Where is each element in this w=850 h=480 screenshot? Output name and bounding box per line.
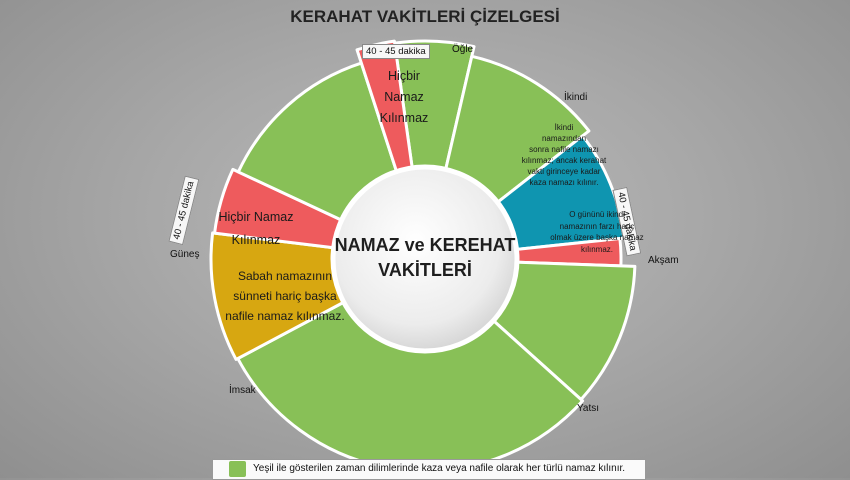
time-label-gunes: Güneş (170, 249, 200, 260)
time-label-aksam: Akşam (648, 255, 679, 266)
green-swatch (229, 461, 246, 477)
time-label-ogle: Öğle (452, 44, 474, 55)
time-label-ikindi: İkindi (564, 92, 588, 103)
center-disc (330, 164, 520, 354)
time-label-yatsi: Yatsı (577, 403, 600, 414)
legend-bar: Yeşil ile gösterilen zaman dilimlerinde … (212, 459, 646, 480)
duration-tag-top: 40 - 45 dakika (362, 44, 430, 59)
center-label-line1: NAMAZ ve KEREHAT (335, 235, 516, 255)
center-label-line2: VAKİTLERİ (378, 260, 472, 280)
time-label-imsak: İmsak (229, 385, 256, 396)
legend-text: Yeşil ile gösterilen zaman dilimlerinde … (253, 463, 626, 474)
segment-text-red-right: O gününü ikindi namazının farzı hariç ol… (550, 210, 644, 254)
wheel-segments (209, 39, 637, 473)
segment-text-red-top: Hiçbir Namaz Kılınmaz (379, 69, 429, 125)
segment-text-red-left: Hiçbir Namaz Kılınmaz (218, 210, 294, 247)
page-title: KERAHAT VAKİTLERİ ÇİZELGESİ (290, 7, 560, 26)
segment-text-blue: İkindi namazından sonra nafile namazı kı… (521, 123, 607, 187)
segment-text-yellow: Sabah namazının sünneti hariç başka nafi… (225, 269, 345, 323)
